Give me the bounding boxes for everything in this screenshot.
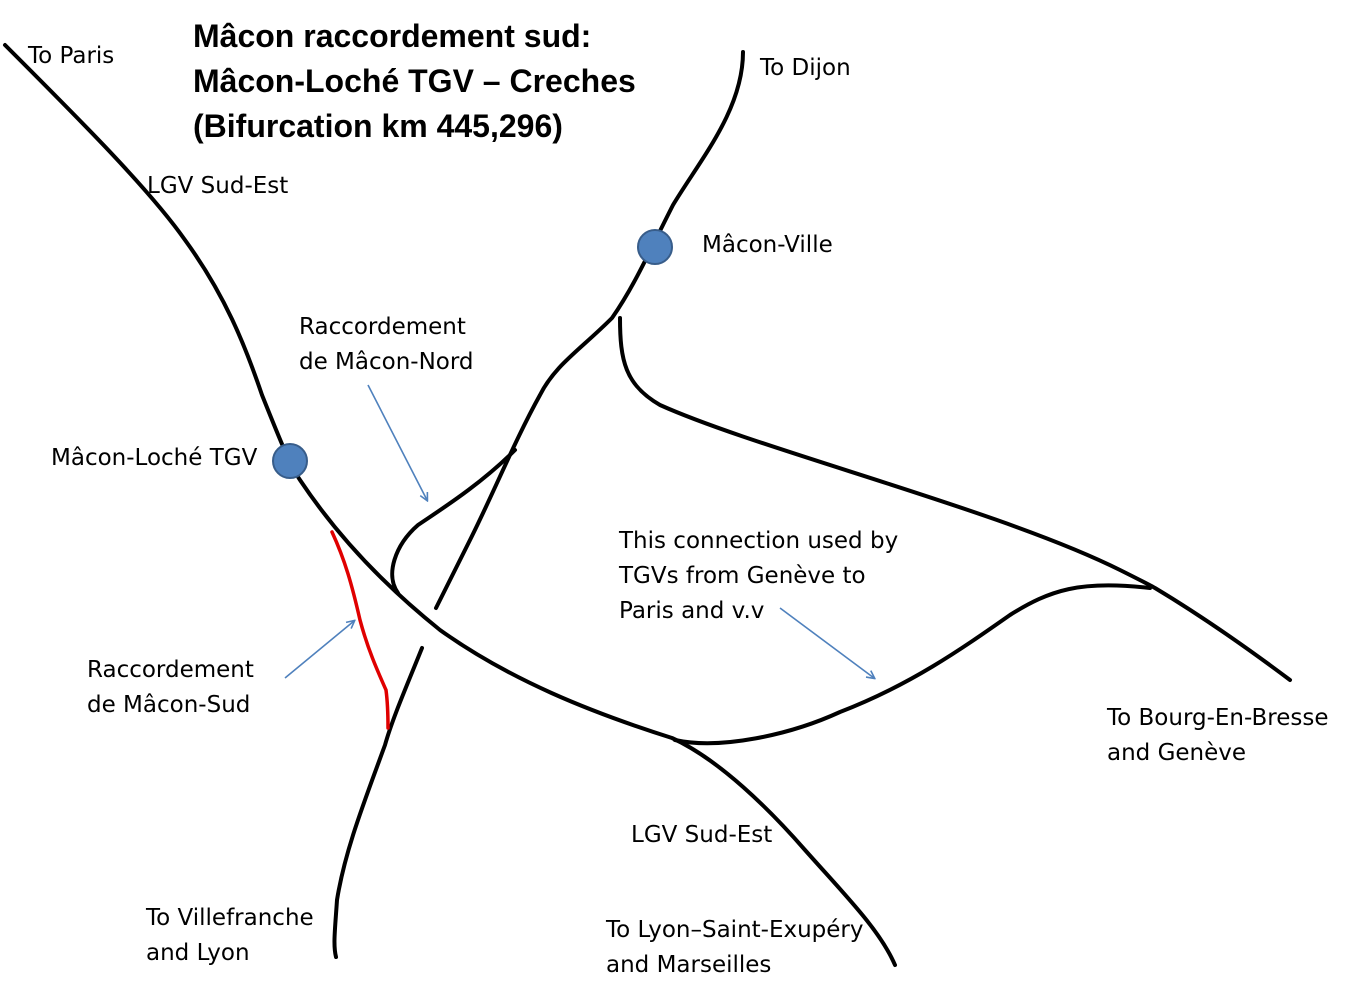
connection-note-line-2: TGVs from Genève to	[618, 563, 866, 589]
to-villefranche-label-line-1: To Villefranche	[145, 905, 314, 931]
lgv-sud-est-track	[3, 43, 897, 967]
macon-loche-station-icon	[272, 443, 308, 479]
to-villefranche-label-line-2: and Lyon	[146, 940, 250, 966]
to-bourg-label-line-1: To Bourg-En-Bresse	[1106, 705, 1329, 731]
dijon-line-track	[434, 50, 745, 610]
villefranche-line-track	[332, 646, 424, 959]
macon-sud-label-line-2: de Mâcon-Sud	[87, 692, 250, 718]
macon-nord-label-line-2: de Mâcon-Nord	[299, 349, 474, 375]
title-line-1: Mâcon raccordement sud:	[193, 18, 591, 54]
connection-note-line-3: Paris and v.v	[619, 598, 764, 624]
connection-callout-arrow	[779, 607, 874, 678]
connection-note-line-1: This connection used by	[618, 528, 898, 554]
lgv-sud-est-north-label: LGV Sud-Est	[147, 173, 288, 199]
title-line-2: Mâcon-Loché TGV – Creches	[193, 63, 636, 99]
bourg-line-track	[618, 316, 1292, 682]
macon-ville-station-icon	[637, 229, 673, 265]
macon-nord-connection-track	[390, 448, 517, 595]
to-dijon-label: To Dijon	[759, 55, 851, 81]
macon-nord-label-line-1: Raccordement	[299, 314, 466, 340]
to-lyon-label-line-2: and Marseilles	[606, 952, 771, 978]
geneve-paris-connection-track	[673, 583, 1152, 746]
lgv-sud-est-south-label: LGV Sud-Est	[631, 822, 772, 848]
to-lyon-label-line-1: To Lyon–Saint-Exupéry	[605, 917, 864, 943]
macon-sud-connection-track	[330, 530, 390, 730]
to-paris-label: To Paris	[27, 43, 114, 69]
macon-sud-label-line-1: Raccordement	[87, 657, 254, 683]
macon-sud-callout-arrow	[284, 621, 354, 679]
title-line-3: (Bifurcation km 445,296)	[193, 108, 563, 144]
macon-ville-label: Mâcon-Ville	[702, 232, 833, 258]
macon-loche-label: Mâcon-Loché TGV	[51, 445, 258, 471]
to-bourg-label-line-2: and Genève	[1107, 740, 1246, 766]
macon-nord-callout-arrow	[367, 384, 427, 500]
